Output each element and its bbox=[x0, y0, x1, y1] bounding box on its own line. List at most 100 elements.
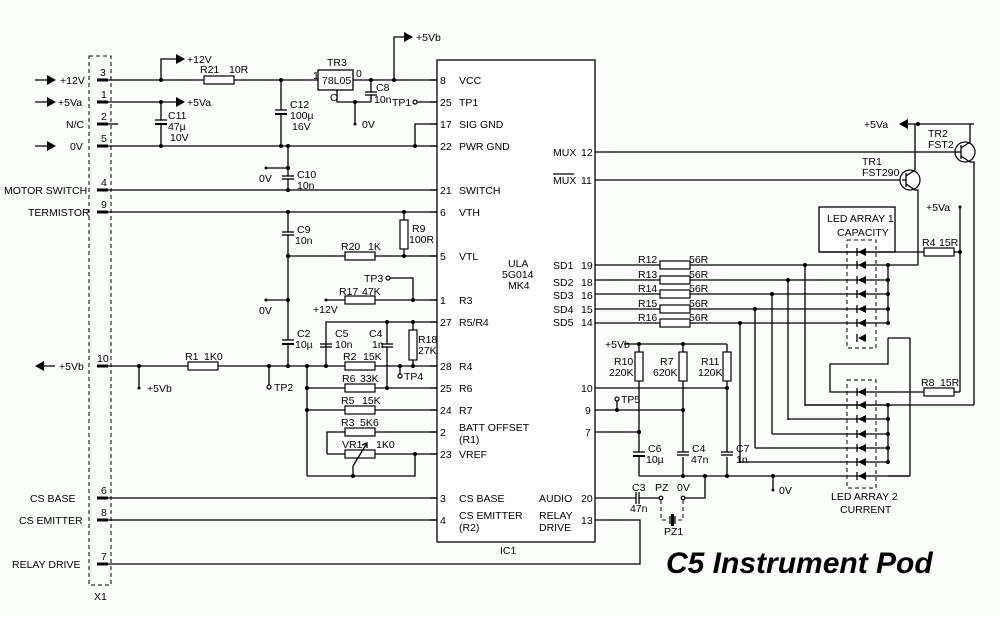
arrow-icon bbox=[899, 119, 908, 129]
pin-number: 27 bbox=[440, 317, 452, 329]
pin-number: 1 bbox=[101, 89, 107, 101]
gnd-label: 0V bbox=[259, 173, 272, 185]
rail-label-5vb: +5Vb bbox=[605, 339, 630, 351]
r10-value: 220K bbox=[609, 367, 634, 379]
c11-ref: C11 bbox=[168, 110, 187, 122]
pin-number: 5 bbox=[440, 251, 446, 263]
r18-ref: R18 bbox=[418, 334, 437, 346]
r7-ref: R7 bbox=[660, 356, 674, 368]
tp1-label: TP1 bbox=[392, 97, 411, 109]
r5-ref: R5 bbox=[341, 395, 355, 407]
pin-number: 18 bbox=[581, 277, 593, 289]
r20-value: 1K bbox=[368, 241, 381, 253]
pin-number: 24 bbox=[440, 405, 452, 417]
arrow-in-icon bbox=[47, 75, 56, 85]
pin-number: 9 bbox=[101, 199, 107, 211]
pin-9: 9 TERMISTOR bbox=[28, 199, 108, 219]
pin-number: 14 bbox=[581, 317, 593, 329]
resistor-r14 bbox=[659, 289, 691, 299]
r17-ref: R17 bbox=[339, 286, 358, 298]
pin-name: SIG GND bbox=[459, 119, 504, 131]
tp4-label: TP4 bbox=[404, 371, 423, 383]
arrow-in-icon bbox=[47, 141, 56, 151]
tp2-label: TP2 bbox=[274, 382, 293, 394]
pin-1: 1 +5Va bbox=[35, 89, 108, 109]
r2-ref: R2 bbox=[343, 351, 357, 363]
resistor-r15 bbox=[659, 304, 691, 314]
led-icon bbox=[856, 290, 866, 298]
pin-number: 17 bbox=[440, 119, 452, 131]
pin-name: R6 bbox=[459, 383, 473, 395]
tp3-label: TP3 bbox=[364, 273, 383, 285]
connector-pins: 3 +12V 1 +5Va 2 N/C 5 0V 4 MOT bbox=[4, 67, 118, 571]
resistor-r1 bbox=[187, 361, 219, 371]
r6-ref: R6 bbox=[342, 373, 356, 385]
c11-rating: 10V bbox=[170, 132, 189, 144]
pin-name: SD5 bbox=[553, 317, 574, 329]
r14-value: 56R bbox=[689, 283, 709, 295]
rail-label-5va: +5Va bbox=[187, 97, 211, 109]
connector-outline bbox=[88, 55, 112, 586]
c2-ref: C2 bbox=[297, 328, 311, 340]
c2-value: 10µ bbox=[295, 339, 313, 351]
pin-name: SD1 bbox=[553, 260, 574, 272]
arrow-icon bbox=[404, 32, 413, 42]
pin-4: 4 MOTOR SWITCH bbox=[4, 177, 108, 197]
pin-label: N/C bbox=[66, 119, 85, 131]
ic1-name: MK4 bbox=[508, 280, 530, 292]
pin-number: 3 bbox=[100, 67, 106, 79]
rail-label-12v: +12V bbox=[313, 304, 338, 316]
r2-value: 15K bbox=[363, 351, 382, 363]
resistor-r10 bbox=[634, 351, 644, 382]
transistor-tr1: TR1 FST290 bbox=[862, 124, 921, 265]
resistor-r9 bbox=[399, 219, 409, 250]
pin-label: +5Va bbox=[58, 97, 82, 109]
c4-ref: C4 bbox=[369, 328, 383, 340]
pin-3: 3 +12V bbox=[35, 67, 108, 87]
r14-ref: R14 bbox=[638, 283, 657, 295]
led-icon bbox=[856, 401, 866, 409]
r12-ref: R12 bbox=[638, 254, 657, 266]
c4b-ref: C4 bbox=[692, 443, 706, 455]
c9-ref: C9 bbox=[297, 224, 311, 236]
connector-x1: X1 bbox=[88, 55, 112, 603]
c3-ref: C3 bbox=[632, 482, 646, 494]
tr2-part: FST2 bbox=[928, 139, 954, 151]
pin-name: CS BASE bbox=[459, 493, 505, 505]
pin-number: 5 bbox=[101, 133, 107, 145]
c12-rating: 16V bbox=[292, 121, 311, 133]
rail-label-5vb: +5Vb bbox=[416, 32, 441, 44]
regulator-part: 78L05 bbox=[322, 75, 351, 87]
led-array-2-title: LED ARRAY 2 bbox=[831, 491, 898, 503]
pin-number: 13 bbox=[581, 515, 593, 527]
r17-value: 47K bbox=[362, 286, 381, 298]
tr2-ref: TR2 bbox=[928, 128, 948, 140]
r9-ref: R9 bbox=[412, 223, 426, 235]
gnd-label: 0V bbox=[779, 485, 792, 497]
c10-value: 10n bbox=[297, 180, 315, 192]
pin-label: TERMISTOR bbox=[28, 207, 90, 219]
vr1-ref: VR1 bbox=[342, 439, 363, 451]
pin-number: 10 bbox=[581, 383, 593, 395]
led-array-1-title: LED ARRAY 1 bbox=[827, 213, 894, 225]
pin-name: SWITCH bbox=[459, 185, 500, 197]
pin-number: 7 bbox=[101, 551, 107, 563]
pin-8: 8 CS EMITTER bbox=[19, 507, 108, 527]
resistor-r13 bbox=[659, 275, 691, 285]
regulator-ref: TR3 bbox=[327, 57, 347, 69]
led-icon bbox=[856, 319, 866, 327]
led-icon bbox=[856, 276, 866, 284]
c4-value: 1n bbox=[372, 339, 384, 351]
r21-ref: R21 bbox=[200, 64, 219, 76]
resistor-r12 bbox=[659, 260, 691, 270]
c10-ref: C10 bbox=[297, 169, 316, 181]
pin-number: 3 bbox=[440, 493, 446, 505]
pin-label: CS EMITTER bbox=[19, 515, 83, 527]
pin-number: 23 bbox=[440, 449, 452, 461]
ic1-left-pin: 3 CS BASE bbox=[430, 493, 505, 505]
